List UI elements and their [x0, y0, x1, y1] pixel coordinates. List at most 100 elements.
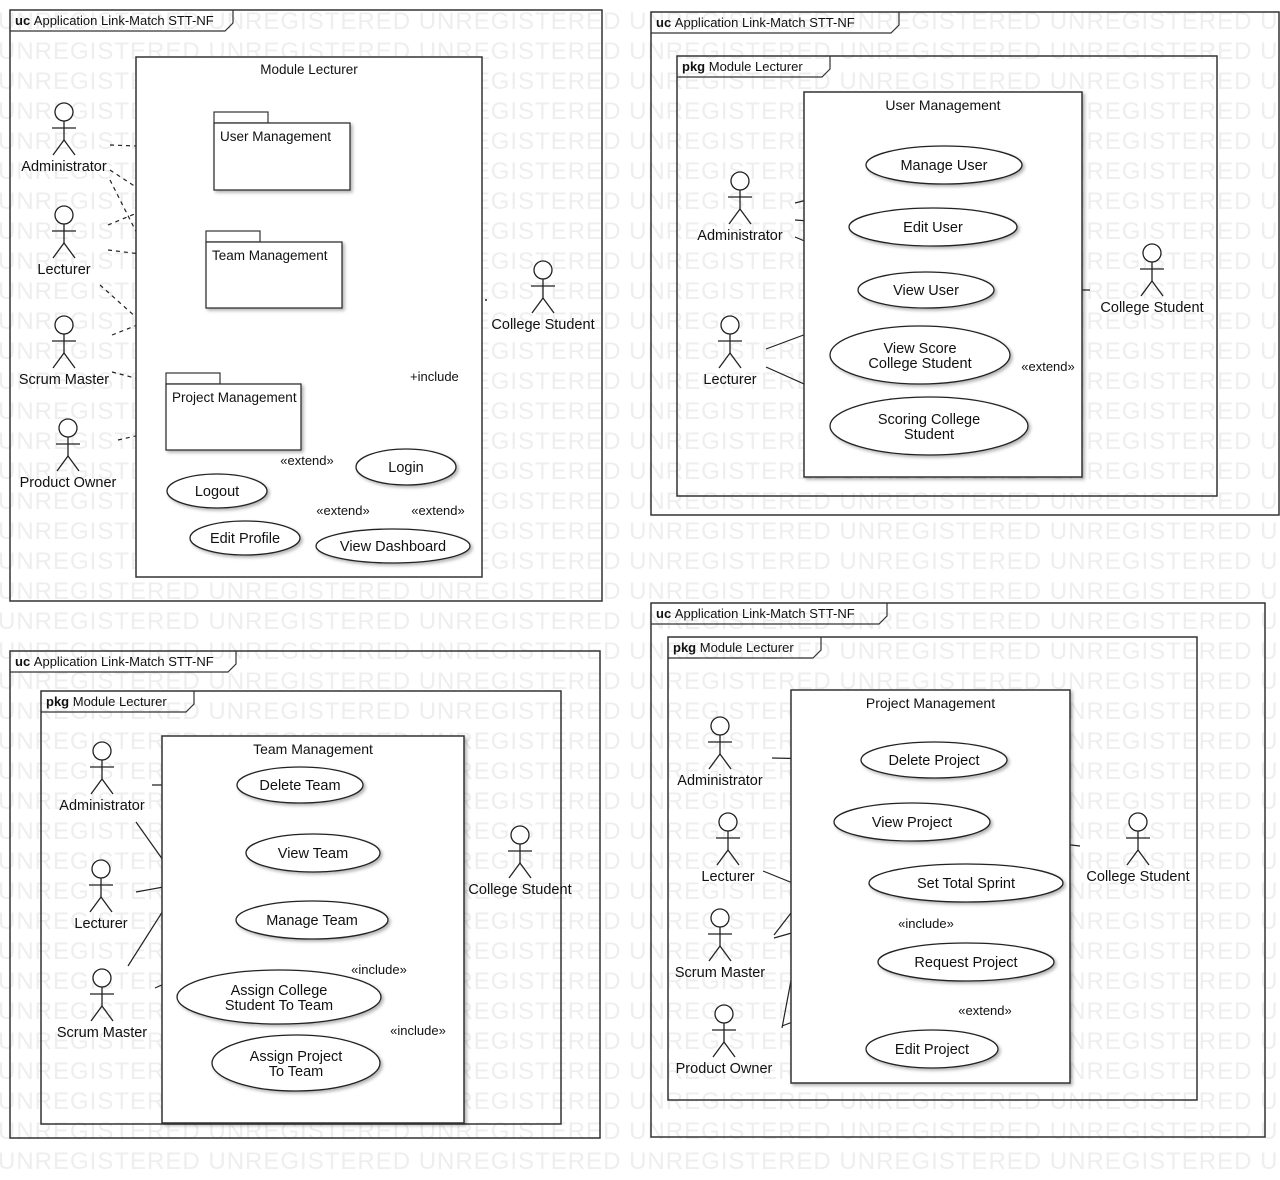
- use-case-login-label: Login: [388, 460, 423, 476]
- uc-frame-tab: [651, 603, 888, 625]
- actor-lecturer: Lecturer: [703, 315, 757, 388]
- actor-scrum-master: Scrum Master: [57, 968, 147, 1041]
- actor-scrum-master: Scrum Master: [675, 908, 765, 981]
- use-case-manage-team-label: Manage Team: [266, 913, 358, 929]
- actor-college-student: College Student: [1100, 243, 1204, 316]
- use-case-edit-project-label: Edit Project: [895, 1042, 969, 1058]
- actor-label: Scrum Master: [19, 372, 109, 388]
- actor-leg: [52, 242, 65, 259]
- actor-leg: [1137, 849, 1150, 866]
- actor-label: College Student: [491, 317, 594, 333]
- actor-leg: [727, 849, 740, 866]
- actor-head: [710, 908, 730, 928]
- actor-leg: [63, 352, 76, 369]
- actor-leg: [52, 139, 65, 156]
- use-case-edit-project: [865, 1029, 999, 1069]
- package-tab: [165, 372, 221, 385]
- actor-leg: [728, 208, 741, 225]
- actor-head: [730, 171, 750, 191]
- actor-product-owner: Product Owner: [676, 1004, 773, 1077]
- uc-frame-tab: [651, 12, 900, 34]
- actor-label: Lecturer: [37, 262, 90, 278]
- uc-frame: [650, 602, 1266, 1138]
- use-case-assign-project-to-team: [211, 1034, 381, 1092]
- pkg-frame: [676, 55, 1218, 497]
- actor-label: Product Owner: [20, 475, 117, 491]
- actor-head: [510, 825, 530, 845]
- actor-administrator: Administrator: [59, 741, 145, 814]
- use-case-view-user: [857, 271, 995, 309]
- actor-college-student: College Student: [1086, 812, 1190, 885]
- actor-leg: [1126, 849, 1139, 866]
- actor-head: [718, 812, 738, 832]
- actor-lecturer: Lecturer: [701, 812, 755, 885]
- actor-leg: [90, 1005, 103, 1022]
- actor-label: Administrator: [59, 798, 145, 814]
- actor-leg: [1151, 280, 1164, 297]
- actor-product-owner: Product Owner: [20, 418, 117, 491]
- relation-label: «extend»: [316, 503, 370, 518]
- actor-leg: [729, 352, 742, 369]
- use-case-logout-label: Logout: [195, 484, 239, 500]
- use-case-delete-team-label: Delete Team: [259, 778, 340, 794]
- actor-head: [54, 315, 74, 335]
- package-team-management: [205, 241, 343, 309]
- use-case-edit-user-label: Edit User: [903, 220, 963, 236]
- package-label: Project Management: [172, 390, 297, 405]
- actor-lecturer: Lecturer: [37, 205, 91, 278]
- actor-leg: [718, 352, 731, 369]
- relation-label: «include»: [390, 1023, 446, 1038]
- actor-leg: [101, 1005, 114, 1022]
- actor-head: [92, 741, 112, 761]
- actor-leg: [519, 862, 532, 879]
- package-user-management: [213, 122, 351, 191]
- actor-label: Scrum Master: [57, 1025, 147, 1041]
- actor-head: [1128, 812, 1148, 832]
- use-case-view-user-label: View User: [893, 283, 959, 299]
- actor-leg: [531, 297, 544, 314]
- actor-college-student: College Student: [468, 825, 572, 898]
- actor-scrum-master: Scrum Master: [19, 315, 109, 388]
- actor-label: Product Owner: [676, 1061, 773, 1077]
- system-title: Team Management: [253, 741, 373, 757]
- actor-leg: [719, 945, 732, 962]
- actor-label: College Student: [468, 882, 571, 898]
- use-case-delete-project-label: Delete Project: [888, 753, 979, 769]
- pkg-frame: [40, 690, 562, 1125]
- actor-leg: [716, 849, 729, 866]
- actor-leg: [508, 862, 521, 879]
- actor-leg: [67, 455, 80, 472]
- actor-leg: [100, 896, 113, 913]
- system-title: User Management: [885, 97, 1000, 113]
- actor-label: Lecturer: [703, 372, 756, 388]
- use-case-assign-college-student-to-team: [176, 969, 382, 1025]
- actor-leg: [739, 208, 752, 225]
- use-case-edit-profile-label: Edit Profile: [210, 531, 280, 547]
- use-case-login: [355, 448, 457, 486]
- actor-lecturer: Lecturer: [74, 859, 128, 932]
- use-case-request-project: [877, 942, 1055, 982]
- actor-head: [714, 1004, 734, 1024]
- use-case-view-project: [833, 802, 991, 842]
- use-case-request-project-label: Request Project: [914, 955, 1017, 971]
- relation-label: «extend»: [1021, 359, 1075, 374]
- actor-head: [92, 968, 112, 988]
- actor-head: [58, 418, 78, 438]
- relation-label: «extend»: [958, 1003, 1012, 1018]
- actor-leg: [719, 753, 732, 770]
- actor-head: [1142, 243, 1162, 263]
- actor-leg: [708, 753, 721, 770]
- use-case-manage-team: [235, 900, 389, 940]
- use-case-manage-user-label: Manage User: [900, 158, 987, 174]
- actor-leg: [723, 1041, 736, 1058]
- actor-leg: [63, 139, 76, 156]
- actor-leg: [52, 352, 65, 369]
- use-case-set-total-sprint: [868, 863, 1064, 903]
- use-case-manage-user: [865, 145, 1023, 185]
- pkg-frame-label: pkg Module Lecturer: [46, 694, 167, 709]
- use-case-view-team-label: View Team: [278, 846, 348, 862]
- actor-administrator: Administrator: [697, 171, 783, 244]
- uc-frame-label: uc Application Link-Match STT-NF: [15, 654, 214, 669]
